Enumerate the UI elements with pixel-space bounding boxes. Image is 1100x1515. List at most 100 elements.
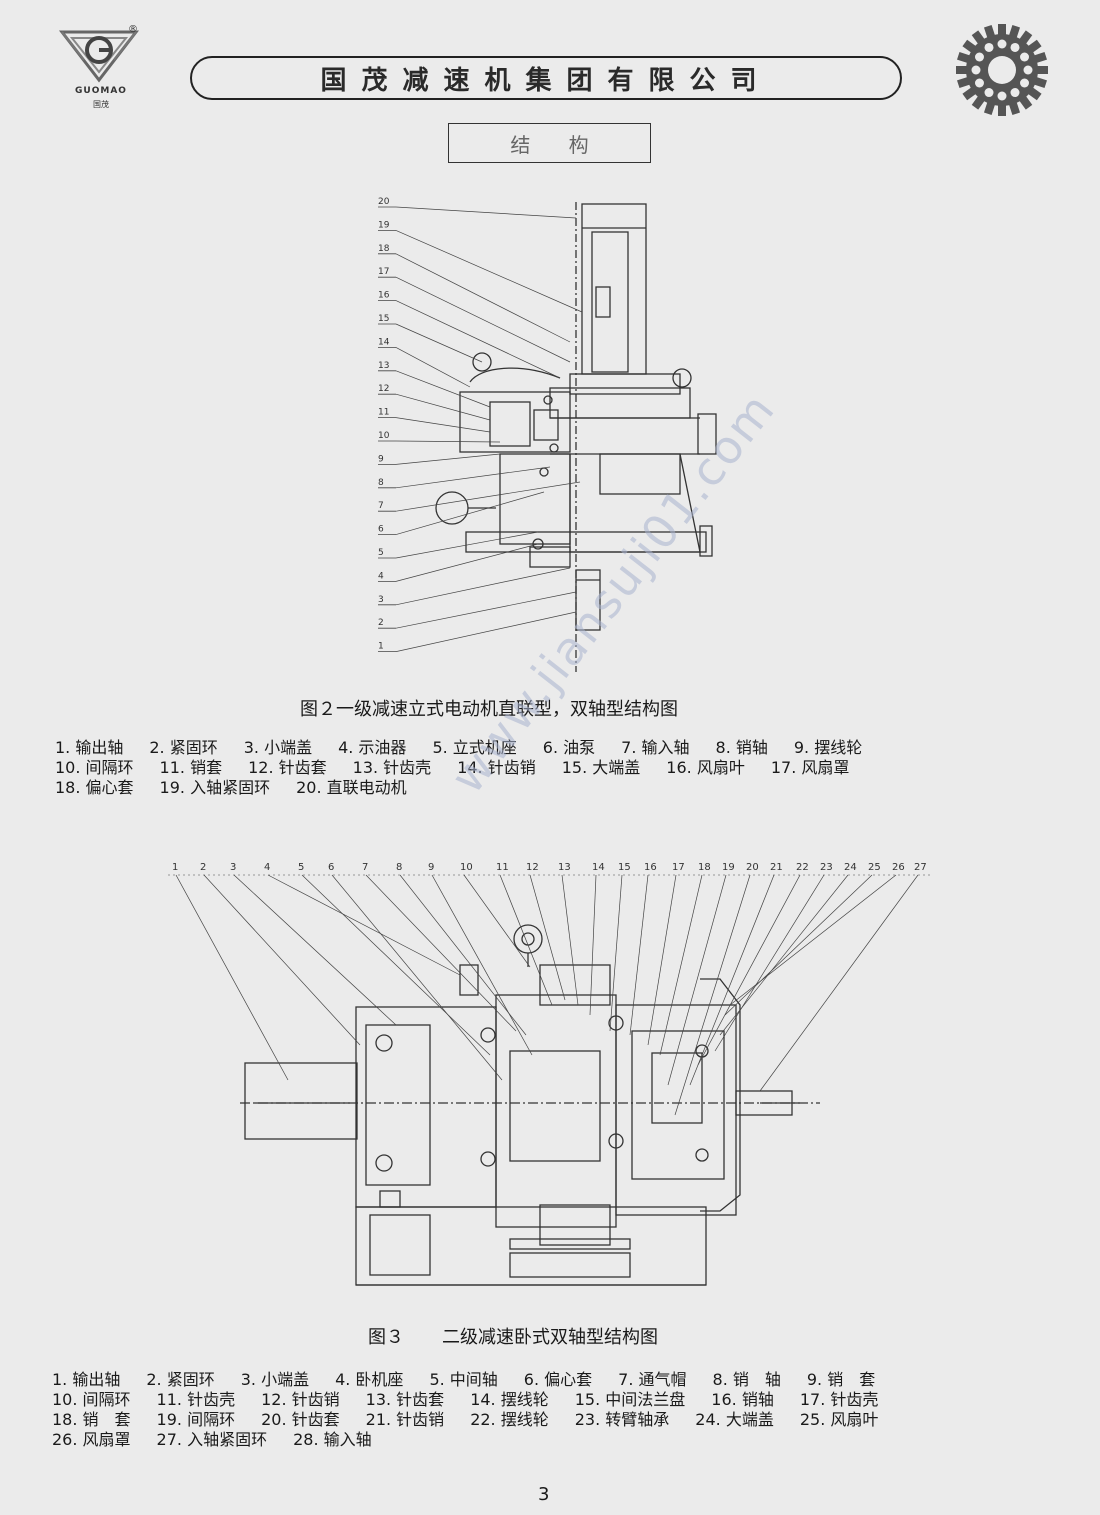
callout-label: 10 — [378, 431, 390, 441]
callout-label: 12 — [526, 862, 539, 873]
callout-leader-line — [719, 874, 849, 1036]
legend-item: 17. 风扇罩 — [770, 758, 850, 777]
legend-item: 17. 针齿壳 — [799, 1390, 879, 1409]
callout-leader-line — [395, 230, 583, 313]
callout-leader-line — [395, 453, 501, 465]
callout-leader-line — [589, 874, 597, 1016]
callout-leader-line — [395, 491, 545, 535]
guomao-logo-icon — [58, 30, 140, 83]
callout-label: 11 — [496, 862, 509, 873]
registered-mark: ® — [128, 24, 138, 35]
legend-item: 11. 销套 — [159, 758, 223, 777]
legend-item: 8. 销 轴 — [712, 1370, 781, 1389]
legend-item: 13. 针齿套 — [365, 1390, 445, 1409]
legend-item: 9. 销 套 — [806, 1370, 876, 1389]
callout-label: 9 — [378, 454, 384, 464]
legend-item: 22. 摆线轮 — [470, 1410, 549, 1429]
callout-leader-line — [609, 874, 623, 1032]
callout-label: 2 — [378, 618, 384, 628]
legend-item: 19. 间隔环 — [156, 1410, 236, 1429]
legend-item: 12. 针齿套 — [248, 758, 327, 777]
callout-leader-line — [395, 417, 491, 433]
legend-item: 12. 针齿销 — [261, 1390, 340, 1409]
legend-item: 25. 风扇叶 — [799, 1410, 879, 1429]
callout-label: 17 — [378, 267, 389, 277]
callout-leader-line — [529, 874, 566, 1001]
callout-leader-line — [175, 874, 289, 1081]
figure-3-caption: 图３ 二级减速卧式双轴型结构图 — [368, 1323, 658, 1349]
callout-leader-line — [395, 323, 483, 363]
callout-label: 16 — [378, 291, 390, 301]
callout-label: 19 — [722, 862, 735, 873]
callout-label: 26 — [892, 862, 905, 873]
legend-item: 15. 中间法兰盘 — [574, 1390, 686, 1409]
legend-item: 13. 针齿壳 — [352, 758, 432, 777]
callout-label: 10 — [460, 862, 473, 873]
legend-item: 5. 立式机座 — [432, 738, 517, 757]
figure-3-caption-number: 图３ — [368, 1327, 404, 1348]
callout-leader-line — [729, 874, 897, 1006]
callout-label: 14 — [378, 337, 390, 347]
callout-leader-line — [395, 531, 539, 559]
callout-label: 8 — [396, 862, 402, 873]
callout-leader-line — [301, 874, 491, 1056]
company-name: 国茂减速机集团有限公司 — [320, 65, 772, 96]
legend-item: 10. 间隔环 — [55, 758, 134, 777]
callout-label: 9 — [428, 862, 434, 873]
callout-leader-line — [659, 874, 703, 1056]
legend-item: 26. 风扇罩 — [52, 1430, 131, 1449]
legend-item: 20. 针齿套 — [261, 1410, 340, 1429]
callout-label: 24 — [844, 862, 857, 873]
callout-leader-line — [395, 466, 551, 489]
callout-label: 15 — [378, 314, 389, 324]
callout-leader-line — [395, 370, 491, 408]
callout-leader-line — [395, 206, 577, 219]
callout-leader-line — [395, 567, 571, 606]
section-title-box: 结 构 — [448, 123, 651, 163]
legend-item: 3. 小端盖 — [243, 738, 313, 757]
callout-leader-line — [395, 591, 577, 629]
callout-label: 20 — [378, 197, 390, 207]
callout-label: 14 — [592, 862, 605, 873]
legend-item: 7. 通气帽 — [618, 1370, 687, 1389]
callout-label: 18 — [698, 862, 711, 873]
callout-leader-line — [689, 874, 775, 1086]
legend-item: 4. 卧机座 — [335, 1370, 404, 1389]
figure-3-caption-text: 二级减速卧式双轴型结构图 — [442, 1327, 658, 1348]
callout-label: 11 — [378, 408, 389, 418]
callout-leader-line — [499, 874, 553, 1006]
legend-item: 20. 直联电动机 — [296, 778, 407, 797]
callout-leader-line — [395, 253, 571, 343]
legend-item: 7. 输入轴 — [621, 738, 690, 757]
legend-item: 1. 输出轴 — [52, 1370, 121, 1389]
legend-item: 18. 销 套 — [52, 1410, 131, 1429]
callout-leader-line — [395, 481, 581, 512]
callout-leader-line — [395, 543, 539, 582]
legend-item: 3. 小端盖 — [240, 1370, 310, 1389]
callout-label: 6 — [378, 525, 384, 535]
callout-label: 13 — [378, 361, 389, 371]
callout-label: 18 — [378, 244, 390, 254]
callout-label: 19 — [378, 220, 390, 230]
callout-label: 16 — [644, 862, 657, 873]
callout-leader-line — [365, 874, 517, 1032]
legend-item: 16. 销轴 — [711, 1390, 774, 1409]
callout-label: 2 — [200, 862, 206, 873]
legend-item: 8. 销轴 — [715, 738, 768, 757]
callout-label: 27 — [914, 862, 927, 873]
callout-label: 15 — [618, 862, 631, 873]
callout-leader-line — [463, 874, 531, 968]
legend-item: 15. 大端盖 — [561, 758, 641, 777]
brand-name-cn: 国茂 — [93, 100, 109, 109]
callout-label: 13 — [558, 862, 571, 873]
callout-leader-line — [724, 874, 873, 1016]
